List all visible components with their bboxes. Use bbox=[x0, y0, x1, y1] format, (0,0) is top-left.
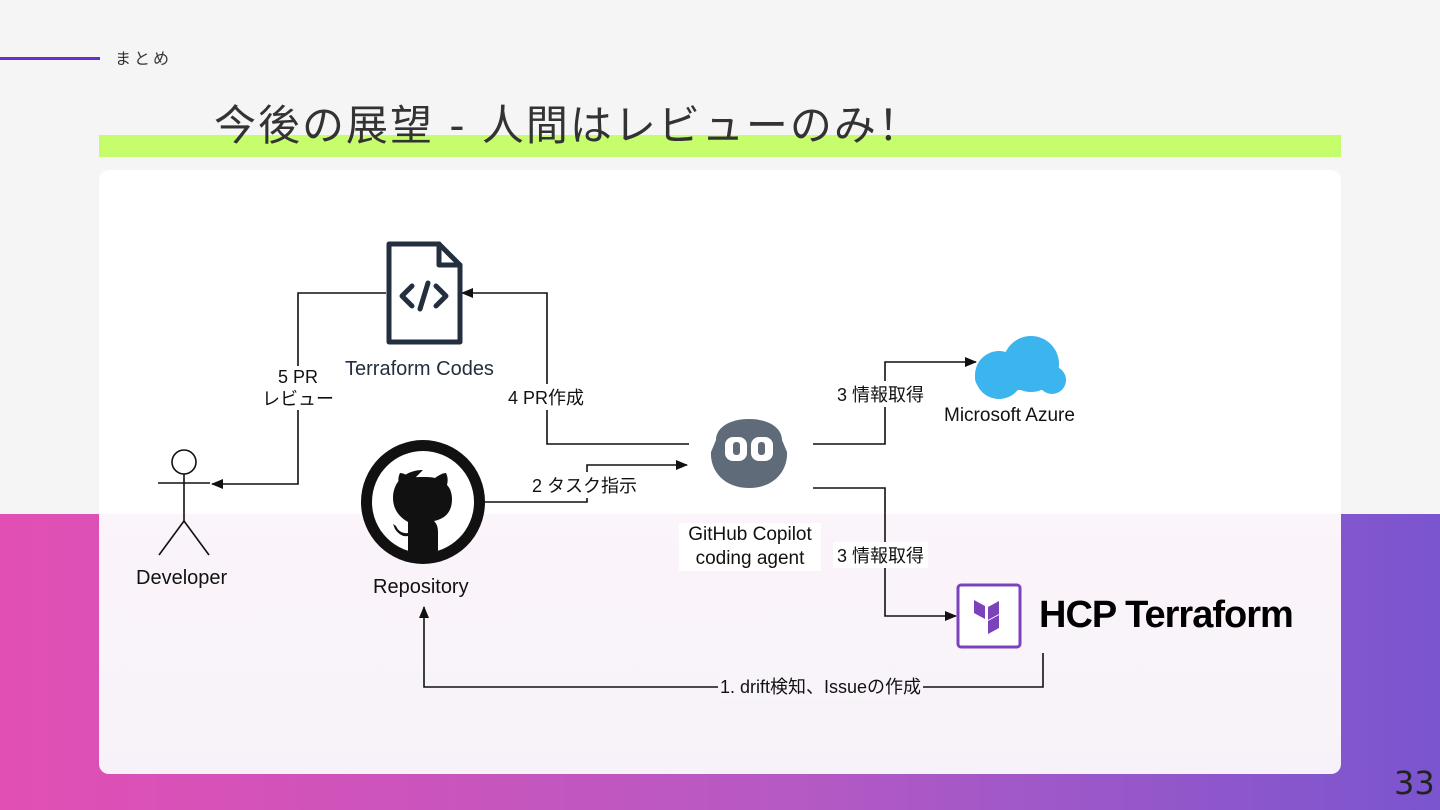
page-number: 33 bbox=[1394, 764, 1435, 802]
architecture-diagram bbox=[158, 241, 1066, 688]
edge-label-info-azure: 3 情報取得 bbox=[833, 381, 929, 407]
copilot-icon bbox=[710, 419, 788, 488]
page-title: 今後の展望 - 人間はレビューのみ！ bbox=[214, 101, 922, 150]
copilot-label-line2: coding agent bbox=[695, 548, 805, 569]
section-accent-line bbox=[0, 57, 100, 60]
diagram-card: Terraform Codes Developer Repository Git… bbox=[99, 170, 1341, 774]
edge-pr-create bbox=[461, 288, 689, 445]
edge-label-pr-review: 5 PR レビュー bbox=[255, 366, 341, 410]
developer-label: Developer bbox=[136, 567, 228, 589]
cloud-icon bbox=[975, 336, 1066, 399]
edge-label-pr-review-line2: レビュー bbox=[262, 389, 334, 409]
github-icon bbox=[361, 440, 485, 564]
repository-label: Repository bbox=[373, 576, 469, 598]
edge-label-pr-create: 4 PR作成 bbox=[504, 384, 589, 410]
azure-label: Microsoft Azure bbox=[944, 405, 1075, 426]
copilot-label-line1: GitHub Copilot bbox=[688, 524, 812, 545]
stick-figure-icon bbox=[158, 449, 210, 556]
edge-label-task: 2 タスク指示 bbox=[528, 472, 642, 498]
title-highlight-bar bbox=[99, 135, 1341, 157]
section-label: まとめ bbox=[115, 49, 173, 68]
hcp-terraform-label: HCP Terraform bbox=[1039, 594, 1294, 636]
edge-label-pr-review-line1: 5 PR bbox=[277, 367, 319, 387]
edge-label-drift: 1. drift検知、Issueの作成 bbox=[718, 673, 924, 699]
edge-label-info-hcp: 3 情報取得 bbox=[833, 542, 929, 568]
terraform-codes-label: Terraform Codes bbox=[345, 358, 494, 380]
terraform-logo-icon bbox=[956, 583, 1022, 649]
code-file-icon bbox=[386, 241, 463, 345]
copilot-label: GitHub Copilot coding agent bbox=[679, 523, 821, 571]
